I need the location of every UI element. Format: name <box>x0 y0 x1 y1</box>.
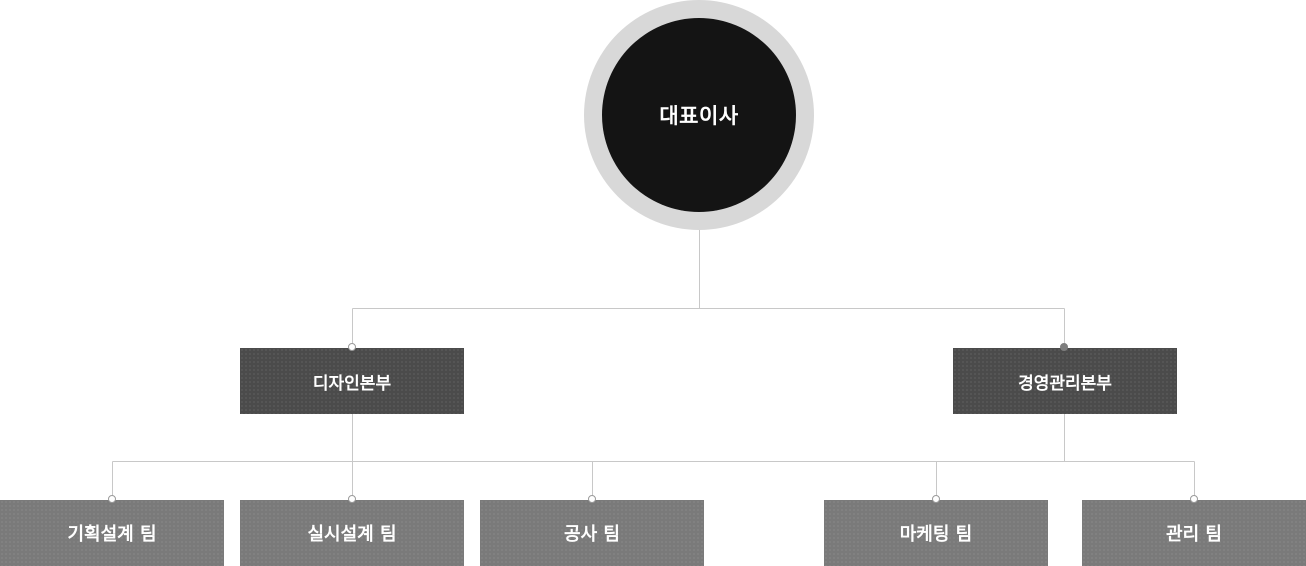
root-node: 대표이사 <box>602 18 796 212</box>
connector-dot <box>1190 495 1198 503</box>
team-node: 기획설계 팀 <box>0 500 224 566</box>
division-node-management: 경영관리본부 <box>953 348 1177 414</box>
division-label: 경영관리본부 <box>1018 373 1112 394</box>
team-label: 공사 팀 <box>564 524 620 545</box>
connector-dot <box>108 495 116 503</box>
team-label: 관리 팀 <box>1166 524 1222 545</box>
team-label: 마케팅 팀 <box>899 524 973 545</box>
team-node: 공사 팀 <box>480 500 704 566</box>
division-node-design: 디자인본부 <box>240 348 464 414</box>
team-node: 마케팅 팀 <box>824 500 1048 566</box>
root-node-ring: 대표이사 <box>584 0 814 230</box>
connector-dot <box>348 343 356 351</box>
team-label: 실시설계 팀 <box>307 524 397 545</box>
root-node-label: 대표이사 <box>659 104 739 128</box>
team-label: 기획설계 팀 <box>67 524 157 545</box>
connector-dot <box>588 495 596 503</box>
connector-dot <box>1060 343 1068 351</box>
connector-dot <box>932 495 940 503</box>
team-node: 관리 팀 <box>1082 500 1306 566</box>
connector-dot <box>348 495 356 503</box>
team-node: 실시설계 팀 <box>240 500 464 566</box>
division-label: 디자인본부 <box>312 373 392 394</box>
